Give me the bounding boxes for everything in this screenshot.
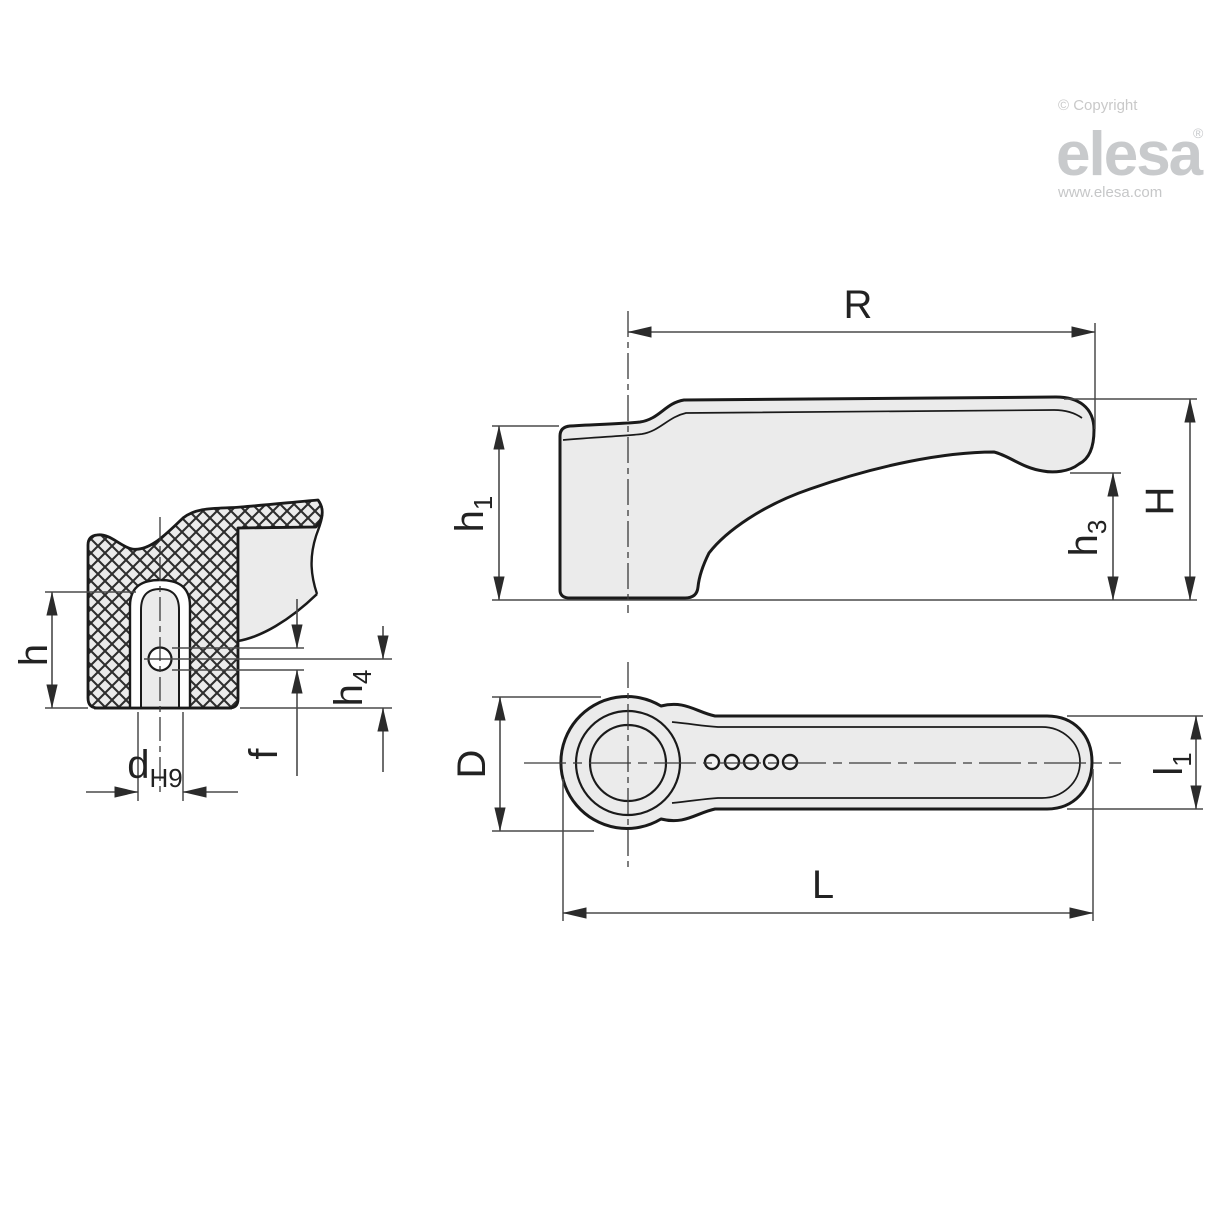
top-view-body: [559, 695, 1094, 830]
brand-logo: © Copyright elesa ® www.elesa.com: [1056, 97, 1206, 201]
dim-label-R: R: [844, 283, 873, 327]
grip-dot: [781, 753, 799, 771]
website-text: www.elesa.com: [1057, 184, 1162, 201]
grip-dots: [703, 753, 799, 771]
section-band-bottom-edge: [237, 525, 317, 530]
grip-dot: [723, 753, 741, 771]
section-underside-curve: [237, 593, 318, 643]
grip-dot: [703, 753, 721, 771]
registered-mark: ®: [1193, 125, 1204, 141]
section-break-line: [310, 499, 324, 595]
side-view-body: [558, 395, 1096, 600]
dim-label-l1: l1: [1147, 752, 1197, 775]
dim-label-dH9: dH9: [127, 743, 183, 793]
side-view-top-edge-line: [562, 409, 1083, 441]
dim-label-H: H: [1138, 487, 1182, 516]
section-view: h f h4 dH9: [12, 498, 392, 801]
dim-label-f: f: [242, 748, 286, 760]
dim-label-h: h: [12, 644, 56, 666]
top-view-inner-edge: [671, 721, 1081, 804]
grip-dot: [762, 753, 780, 771]
dim-label-h1: h1: [448, 496, 498, 533]
section-inner-surface: [238, 527, 317, 641]
dim-label-D: D: [450, 750, 494, 779]
top-view: D l1 L: [450, 662, 1203, 921]
grip-dot: [742, 753, 760, 771]
dim-label-h4: h4: [327, 670, 377, 707]
elesa-logo: elesa: [1056, 120, 1204, 189]
dim-label-L: L: [812, 863, 834, 907]
dim-label-h3: h3: [1062, 520, 1112, 557]
copyright-text: © Copyright: [1058, 97, 1138, 114]
side-view: R h1 h3 H: [448, 283, 1197, 613]
